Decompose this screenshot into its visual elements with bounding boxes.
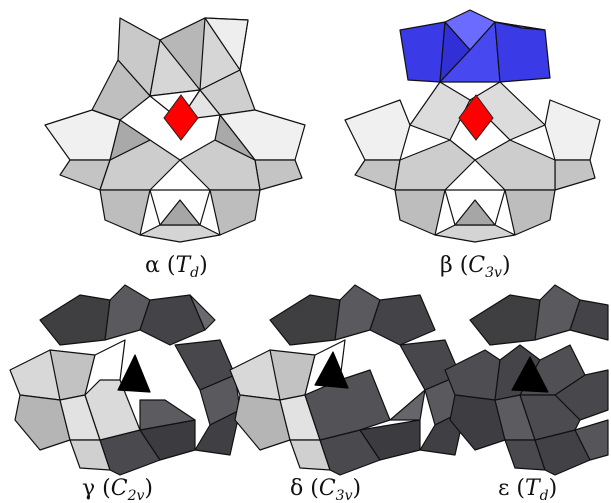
gamma-central-tetrahedron xyxy=(117,354,151,393)
alpha-caption: α (Td) xyxy=(145,253,208,281)
epsilon-central-tetrahedron xyxy=(511,356,549,393)
delta-caption: δ (C3v) xyxy=(290,476,361,503)
alpha-isomer-structure xyxy=(44,17,306,243)
alpha-top-cap xyxy=(91,17,256,121)
beta-rotated-top-cap xyxy=(399,9,551,83)
beta-isomer-structure xyxy=(344,9,601,243)
beta-central-tetrahedron xyxy=(458,94,494,141)
delta-central-tetrahedron xyxy=(314,351,349,389)
alpha-bottom-cap xyxy=(99,189,261,243)
gamma-caption: γ (C2v) xyxy=(82,476,153,503)
alpha-belt xyxy=(44,109,306,191)
gamma-isomer-structure xyxy=(9,284,241,476)
alpha-central-tetrahedron xyxy=(163,94,199,141)
epsilon-caption: ε (Td) xyxy=(498,476,557,503)
beta-caption: β (C3v) xyxy=(440,253,511,281)
epsilon-isomer-structure xyxy=(444,284,609,476)
beta-belt xyxy=(344,81,601,191)
beta-bottom-cap xyxy=(394,189,556,243)
delta-isomer-structure xyxy=(229,284,466,476)
